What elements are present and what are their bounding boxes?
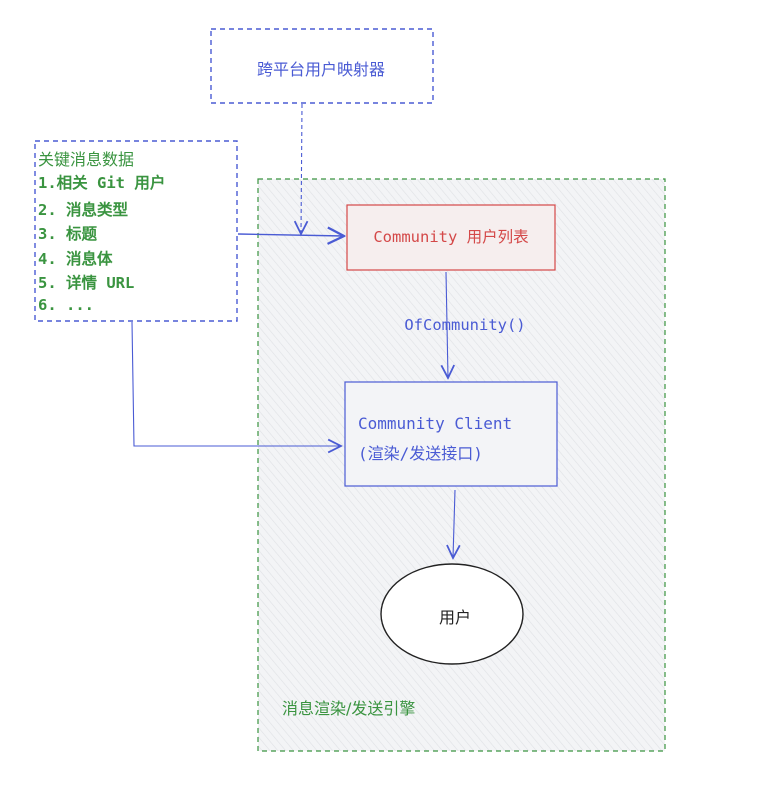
community-list-label: Community 用户列表 bbox=[373, 228, 529, 246]
user-node bbox=[380, 563, 524, 665]
community-list-box bbox=[346, 204, 556, 271]
engine-label: 消息渲染/发送引擎 bbox=[282, 699, 416, 718]
key-data-title: 关键消息数据 bbox=[38, 150, 135, 169]
mapper-box bbox=[210, 28, 434, 104]
community-client-subtitle: (渲染/发送接口) bbox=[358, 444, 483, 463]
key-data-item: 5. 详情 URL bbox=[38, 274, 135, 292]
key-data-item: 4. 消息体 bbox=[38, 250, 113, 268]
mapper-label: 跨平台用户映射器 bbox=[256, 60, 385, 79]
community-client-box bbox=[344, 381, 558, 487]
key-data-item: 1.相关 Git 用户 bbox=[38, 174, 166, 192]
arrow-data-to-client bbox=[131, 321, 341, 446]
key-data-item: 6. ... bbox=[38, 296, 94, 314]
key-data-item: 2. 消息类型 bbox=[38, 201, 128, 219]
of-community-label: OfCommunity() bbox=[404, 316, 526, 334]
key-data-box bbox=[34, 140, 238, 322]
arrow-client-to-user bbox=[453, 489, 455, 558]
arrow-data-to-list bbox=[237, 234, 344, 236]
arrow-mapper-to-list bbox=[301, 103, 302, 234]
key-data-item: 3. 标题 bbox=[38, 225, 97, 243]
community-client-title: Community Client bbox=[358, 414, 513, 433]
user-label: 用户 bbox=[438, 608, 471, 627]
arrow-list-to-client bbox=[446, 271, 448, 378]
